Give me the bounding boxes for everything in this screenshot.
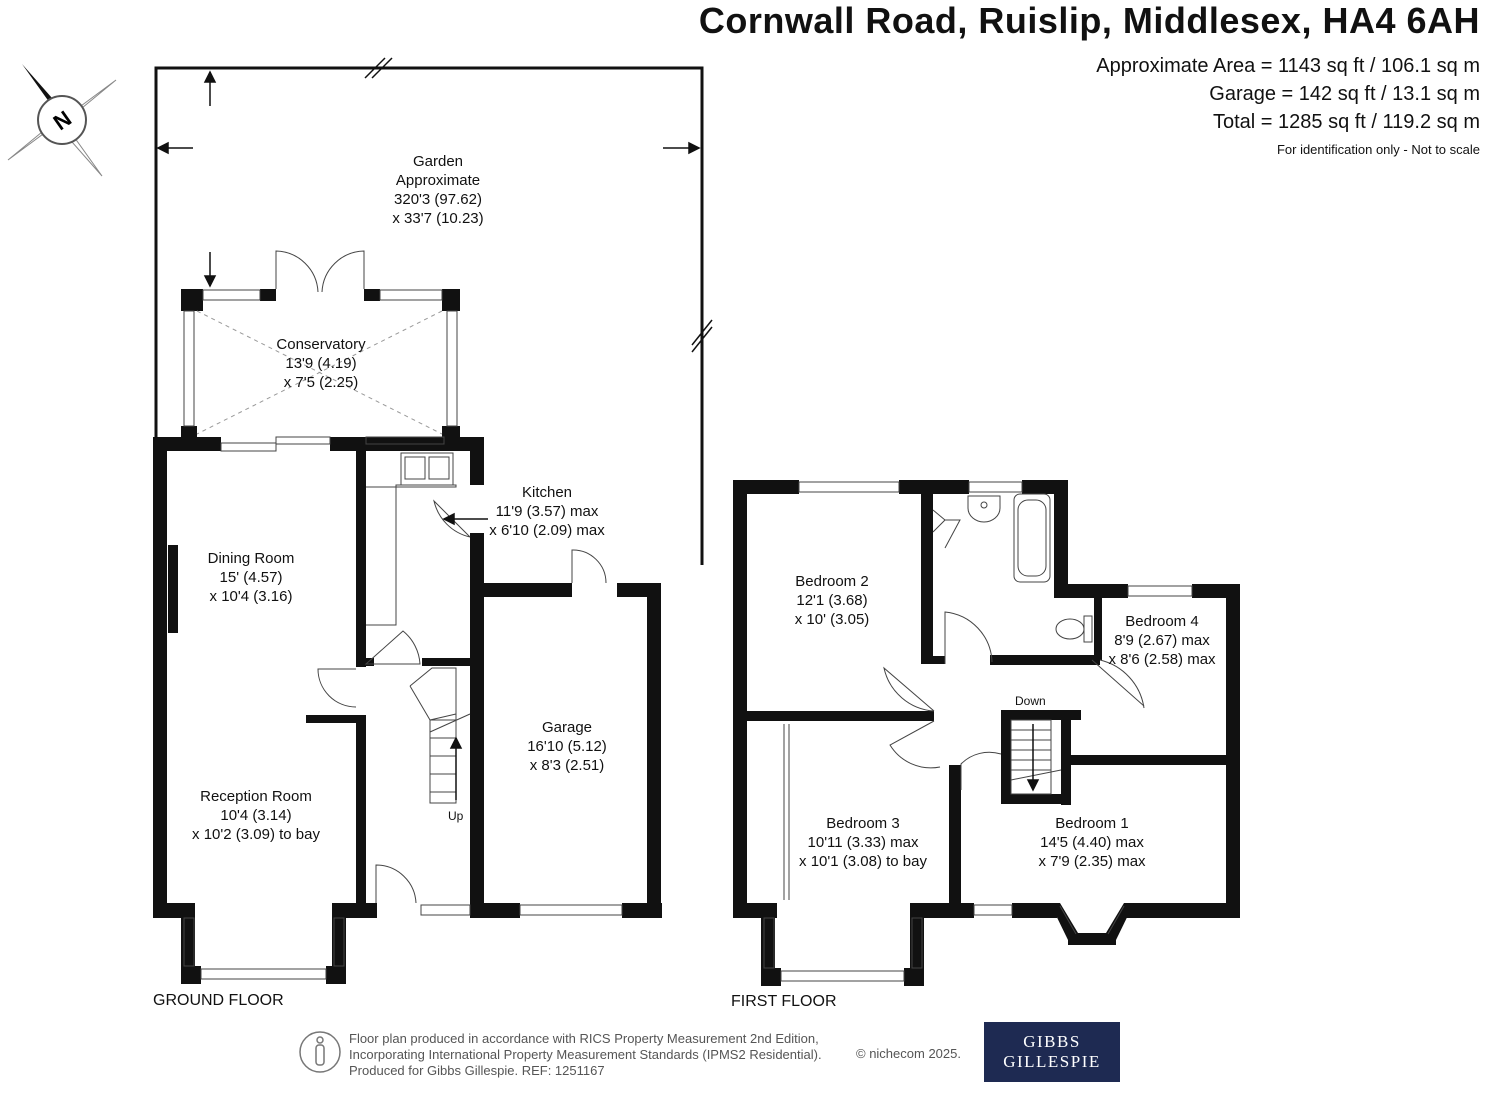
kitchen-name: Kitchen [521, 484, 573, 501]
footer-notice: Floor plan produced in accordance with R… [349, 1031, 822, 1079]
garage-area-text: Garage = 142 sq ft / 13.1 sq m [1209, 83, 1480, 105]
reception-room-width: x 10'2 (3.09) to bay [192, 826, 320, 843]
stairs-up-label: Up [448, 809, 464, 823]
garden-label: Garden Approximate 320'3 (97.62) x 33'7 … [392, 152, 483, 228]
total-area-text: Total = 1285 sq ft / 119.2 sq m [1212, 111, 1480, 133]
bedroom-3-name: Bedroom 3 [826, 815, 900, 832]
bedroom-2-width: x 10' (3.05) [794, 611, 870, 628]
footer-line-3: Produced for Gibbs Gillespie. REF: 12511… [349, 1063, 605, 1078]
bedroom-1-length: 14'5 (4.40) max [1040, 834, 1144, 851]
reception-room-length: 10'4 (3.14) [220, 807, 292, 824]
approximate-area-text: Approximate Area = 1143 sq ft / 106.1 sq… [1096, 55, 1480, 77]
bedroom-2-length: 12'1 (3.68) [796, 592, 868, 609]
reception-room-name: Reception Room [200, 788, 312, 805]
bedroom-3-width: x 10'1 (3.08) to bay [799, 853, 927, 870]
garage-width: x 8'3 (2.51) [529, 757, 605, 774]
ground-floor-label: GROUND FLOOR [153, 992, 284, 1009]
first-floor-walls [733, 480, 1240, 986]
dining-room-label: Dining Room 15' (4.57) x 10'4 (3.16) [208, 549, 295, 606]
ground-floor-fixtures [183, 436, 623, 980]
bedroom-4-length: 8'9 (2.67) max [1114, 632, 1210, 649]
bedroom-1-label: Bedroom 1 14'5 (4.40) max x 7'9 (2.35) m… [1038, 814, 1145, 871]
footer-line-2: Incorporating International Property Mea… [349, 1047, 822, 1062]
bedroom-1-width: x 7'9 (2.35) max [1038, 853, 1146, 870]
compass-icon: N [7, 64, 117, 177]
garden-width: x 33'7 (10.23) [392, 210, 484, 227]
gibbs-gillespie-logo: GIBBS GILLESPIE [984, 1022, 1120, 1082]
bedroom-3-label: Bedroom 3 10'11 (3.33) max x 10'1 (3.08)… [799, 814, 927, 871]
garden-approx: Approximate [395, 172, 481, 189]
stairs-down-label: Down [1015, 694, 1046, 708]
garage-length: 16'10 (5.12) [527, 738, 607, 755]
garage-name: Garage [541, 719, 593, 736]
nichecom-copyright: © nichecom 2025. [856, 1046, 961, 1061]
garage-label: Garage 16'10 (5.12) x 8'3 (2.51) [527, 718, 607, 775]
reception-room-label: Reception Room 10'4 (3.14) x 10'2 (3.09)… [192, 787, 320, 844]
garden-dimension-arrows [156, 70, 701, 288]
dining-room-length: 15' (4.57) [219, 569, 283, 586]
footer-line-1: Floor plan produced in accordance with R… [349, 1031, 819, 1046]
bedroom-4-label: Bedroom 4 8'9 (2.67) max x 8'6 (2.58) ma… [1108, 612, 1215, 669]
first-floor-fixtures [763, 481, 1193, 982]
garden-name: Garden [412, 153, 464, 170]
bedroom-4-name: Bedroom 4 [1125, 613, 1199, 630]
kitchen-label: Kitchen 11'9 (3.57) max x 6'10 (2.09) ma… [489, 483, 604, 540]
property-title: Cornwall Road, Ruislip, Middlesex, HA4 6… [698, 0, 1480, 41]
bedroom-2-label: Bedroom 2 12'1 (3.68) x 10' (3.05) [795, 572, 870, 629]
bedroom-1-name: Bedroom 1 [1055, 815, 1129, 832]
kitchen-length: 11'9 (3.57) max [495, 503, 599, 520]
conservatory-name: Conservatory [276, 336, 366, 353]
scale-disclaimer: For identification only - Not to scale [1276, 142, 1480, 157]
bedroom-4-width: x 8'6 (2.58) max [1108, 651, 1216, 668]
first-floor-label: FIRST FLOOR [731, 993, 837, 1010]
dining-room-name: Dining Room [207, 550, 295, 567]
conservatory-width: x 7'5 (2.25) [283, 374, 359, 391]
kitchen-width: x 6'10 (2.09) max [489, 522, 605, 539]
garden-outline [154, 57, 713, 565]
bedroom-2-name: Bedroom 2 [795, 573, 869, 590]
logo-line-2: GILLESPIE [1003, 1052, 1101, 1071]
bedroom-3-length: 10'11 (3.33) max [807, 834, 919, 851]
logo-line-1: GIBBS [1023, 1032, 1081, 1051]
dining-room-width: x 10'4 (3.16) [209, 588, 293, 605]
garden-length: 320'3 (97.62) [394, 191, 482, 208]
conservatory-label: Conservatory 13'9 (4.19) x 7'5 (2.25) [276, 335, 365, 392]
ipms-person-icon [299, 1031, 341, 1073]
conservatory-length: 13'9 (4.19) [285, 355, 357, 372]
